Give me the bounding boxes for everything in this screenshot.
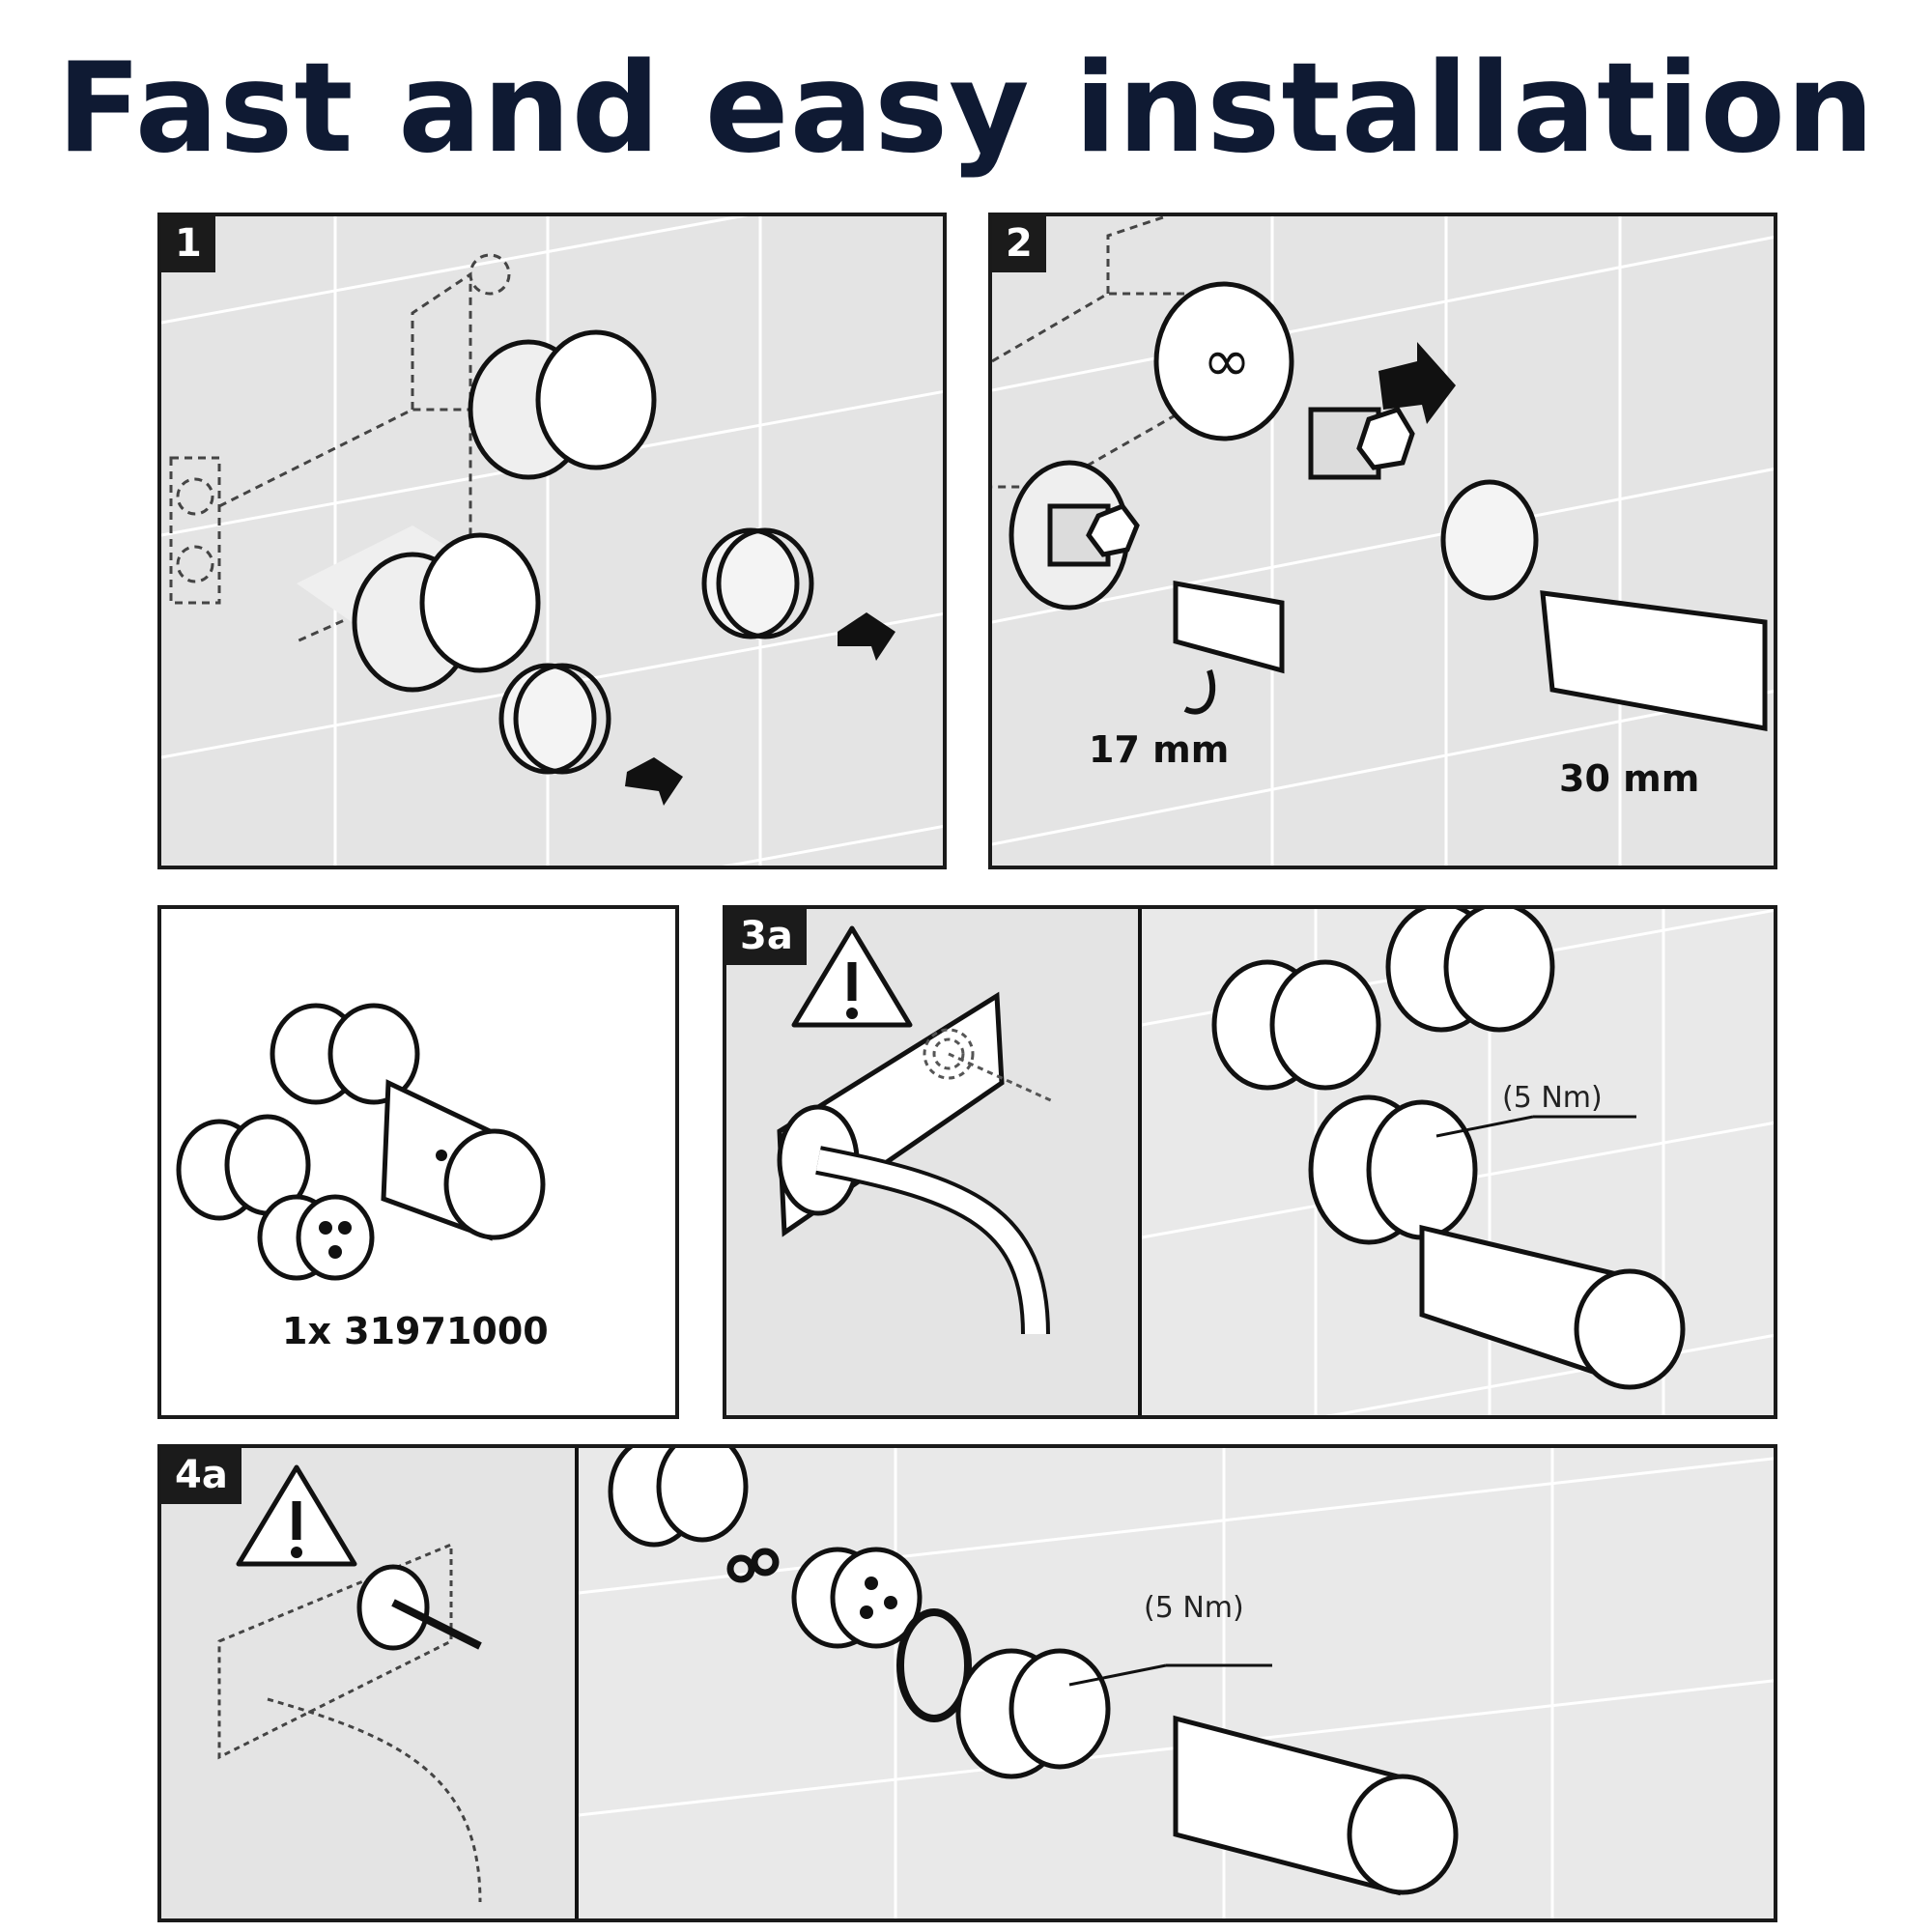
step-2-panel: 2 ∞ 17 mm 30 mm (988, 213, 1777, 869)
step-badge: 1 (161, 216, 215, 272)
parts-panel: 1x 31971000 (157, 905, 679, 1419)
wrench-size-30: 30 mm (1559, 757, 1700, 800)
torque-label-4a: (5 Nm) (1144, 1591, 1244, 1625)
wrench-size-17: 17 mm (1089, 728, 1230, 771)
part-number-label: 1x 31971000 (282, 1310, 549, 1352)
step-3a-illustration (777, 909, 1774, 1415)
step-3a-panel: 3a (723, 905, 1777, 1419)
step-4a-illustration (217, 1448, 1774, 1918)
step-badge: 3a (726, 909, 807, 965)
parts-illustration (176, 1003, 546, 1281)
step-1-panel: 1 (157, 213, 947, 869)
svg-text:∞: ∞ (1203, 327, 1251, 395)
page-title: Fast and easy installation (56, 37, 1876, 181)
step-badge: 4a (161, 1448, 242, 1504)
step-badge: 2 (992, 216, 1046, 272)
step-4a-panel: 4a (157, 1444, 1777, 1922)
step-1-illustration (161, 216, 943, 866)
step-2-illustration: ∞ (992, 216, 1774, 866)
torque-label-3a: (5 Nm) (1502, 1081, 1603, 1115)
